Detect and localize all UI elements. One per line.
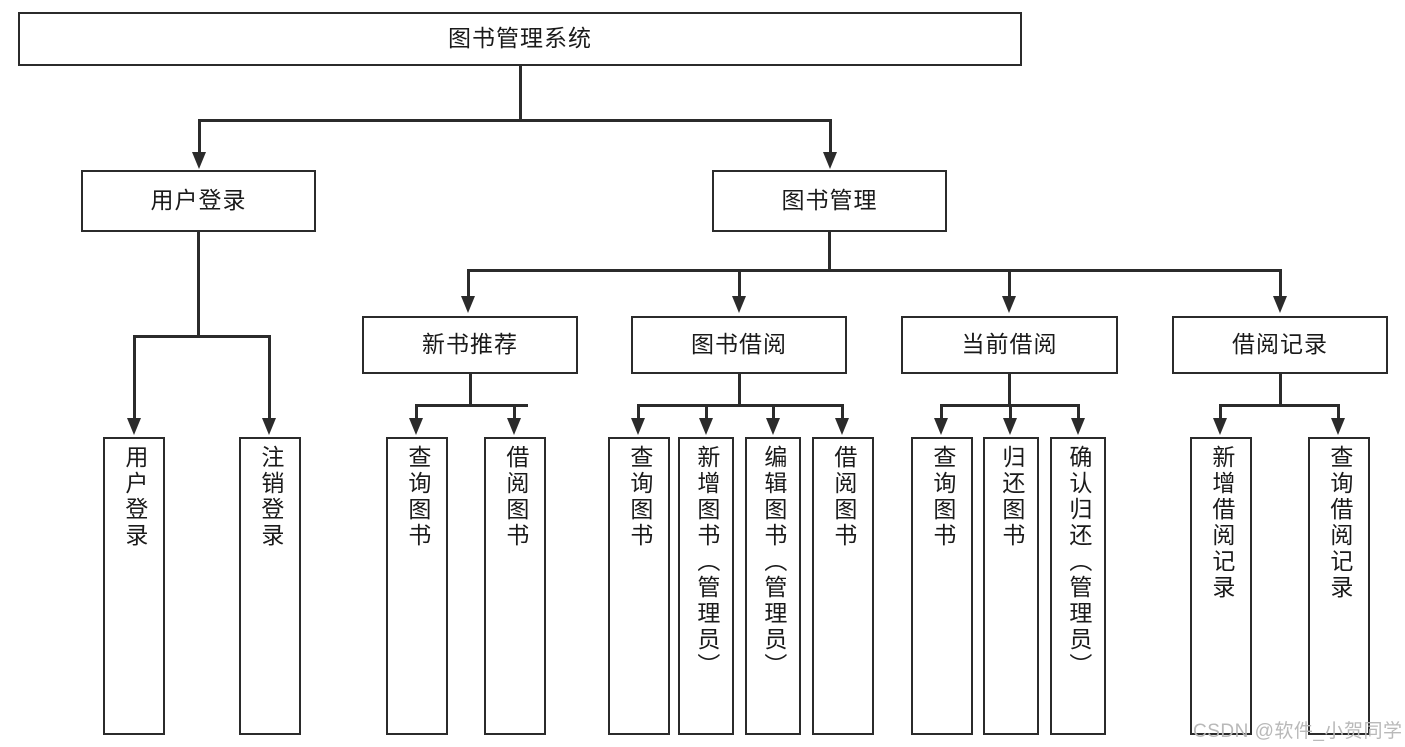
connector-to-leaf-query-book-2 — [637, 404, 640, 421]
arrowhead-leaf-query-record — [1331, 418, 1345, 435]
connector-user-login-bus — [133, 335, 270, 338]
node-user-login[interactable]: 用户登录 — [81, 170, 316, 232]
node-borrow-record[interactable]: 借阅记录 — [1172, 316, 1388, 374]
node-book-management[interactable]: 图书管理 — [712, 170, 947, 232]
connector-current-borrow-stem — [1008, 374, 1011, 405]
connector-root-stem — [519, 66, 522, 120]
node-leaf-edit-book-admin[interactable]: 编辑图书（管理员） — [745, 437, 801, 735]
connector-book-borrow-stem — [738, 374, 741, 405]
connector-to-leaf-borrow-book-2 — [841, 404, 844, 421]
connector-to-leaf-edit-book — [772, 404, 775, 421]
node-label: 图书管理系统 — [448, 25, 592, 52]
arrowhead-leaf-borrow-book-1 — [507, 418, 521, 435]
arrowhead-book-borrow — [732, 296, 746, 313]
node-label: 图书借阅 — [691, 331, 787, 358]
arrowhead-current-borrow — [1002, 296, 1016, 313]
node-label: 借阅记录 — [1232, 331, 1328, 358]
node-leaf-confirm-return-admin[interactable]: 确认归还（管理员） — [1050, 437, 1106, 735]
arrowhead-leaf-query-book-2 — [631, 418, 645, 435]
node-label: 图书管理 — [781, 187, 878, 214]
connector-to-leaf-query-record — [1337, 404, 1340, 421]
connector-to-new-book-recommend — [467, 269, 470, 299]
arrowhead-leaf-add-record — [1213, 418, 1227, 435]
arrowhead-leaf-query-book-1 — [409, 418, 423, 435]
connector-book-borrow-bus — [637, 404, 843, 407]
connector-book-manage-stem — [828, 232, 831, 271]
node-label: 当前借阅 — [961, 331, 1058, 358]
connector-to-leaf-add-record — [1219, 404, 1222, 421]
node-new-book-recommend[interactable]: 新书推荐 — [362, 316, 578, 374]
connector-to-leaf-logout — [268, 335, 271, 421]
node-current-borrow[interactable]: 当前借阅 — [901, 316, 1118, 374]
connector-level1-bus — [198, 119, 831, 122]
connector-to-leaf-user-login — [133, 335, 136, 421]
node-leaf-query-book-new-recommend[interactable]: 查询图书 — [386, 437, 448, 735]
connector-to-leaf-add-book — [705, 404, 708, 421]
connector-to-book-borrow — [738, 269, 741, 299]
connector-to-leaf-borrow-book-1 — [513, 404, 516, 421]
connector-to-book-manage — [829, 119, 832, 155]
node-label: 查询图书 — [404, 445, 431, 549]
node-leaf-borrow-book-borrow[interactable]: 借阅图书 — [812, 437, 874, 735]
node-leaf-borrow-book-new-recommend[interactable]: 借阅图书 — [484, 437, 546, 735]
node-leaf-query-book-current[interactable]: 查询图书 — [911, 437, 973, 735]
node-label: 编辑图书（管理员） — [760, 445, 787, 679]
node-leaf-user-login[interactable]: 用户登录 — [103, 437, 165, 735]
arrowhead-leaf-logout — [262, 418, 276, 435]
node-leaf-add-book-admin[interactable]: 新增图书（管理员） — [678, 437, 734, 735]
node-leaf-query-borrow-record[interactable]: 查询借阅记录 — [1308, 437, 1370, 735]
arrowhead-borrow-record — [1273, 296, 1287, 313]
node-label: 查询图书 — [929, 445, 956, 549]
node-label: 注销登录 — [257, 445, 284, 549]
node-label: 用户登录 — [150, 187, 247, 214]
connector-borrow-record-bus — [1219, 404, 1339, 407]
node-leaf-return-book[interactable]: 归还图书 — [983, 437, 1039, 735]
node-label: 新增图书（管理员） — [693, 445, 720, 679]
node-leaf-add-borrow-record[interactable]: 新增借阅记录 — [1190, 437, 1252, 735]
node-label: 用户登录 — [121, 445, 148, 549]
connector-to-borrow-record — [1279, 269, 1282, 299]
connector-to-leaf-query-book-3 — [940, 404, 943, 421]
node-label: 查询图书 — [626, 445, 653, 549]
connector-new-book-bus — [415, 404, 528, 407]
arrowhead-book-manage — [823, 152, 837, 169]
connector-user-login-stem — [197, 232, 200, 336]
csdn-watermark: CSDN @软件_小贺同学 — [1193, 721, 1403, 742]
connector-level2-bus — [467, 269, 1281, 272]
arrowhead-leaf-confirm-return — [1071, 418, 1085, 435]
arrowhead-user-login — [192, 152, 206, 169]
connector-to-leaf-return-book — [1009, 404, 1012, 421]
node-label: 借阅图书 — [830, 445, 857, 549]
arrowhead-leaf-user-login — [127, 418, 141, 435]
connector-to-leaf-confirm-return — [1077, 404, 1080, 421]
node-book-borrow[interactable]: 图书借阅 — [631, 316, 847, 374]
arrowhead-leaf-add-book — [699, 418, 713, 435]
arrowhead-new-book-recommend — [461, 296, 475, 313]
arrowhead-leaf-return-book — [1003, 418, 1017, 435]
node-label: 确认归还（管理员） — [1065, 445, 1092, 679]
node-root-library-management-system[interactable]: 图书管理系统 — [18, 12, 1022, 66]
node-label: 查询借阅记录 — [1326, 445, 1353, 601]
arrowhead-leaf-borrow-book-2 — [835, 418, 849, 435]
node-leaf-query-book-borrow[interactable]: 查询图书 — [608, 437, 670, 735]
node-label: 借阅图书 — [502, 445, 529, 549]
node-leaf-logout[interactable]: 注销登录 — [239, 437, 301, 735]
connector-to-leaf-query-book-1 — [415, 404, 418, 421]
connector-to-current-borrow — [1008, 269, 1011, 299]
connector-borrow-record-stem — [1279, 374, 1282, 405]
connector-new-book-stem — [469, 374, 472, 405]
arrowhead-leaf-query-book-3 — [934, 418, 948, 435]
arrowhead-leaf-edit-book — [766, 418, 780, 435]
connector-to-user-login — [198, 119, 201, 155]
node-label: 新书推荐 — [422, 331, 518, 358]
node-label: 归还图书 — [998, 445, 1025, 549]
node-label: 新增借阅记录 — [1208, 445, 1235, 601]
